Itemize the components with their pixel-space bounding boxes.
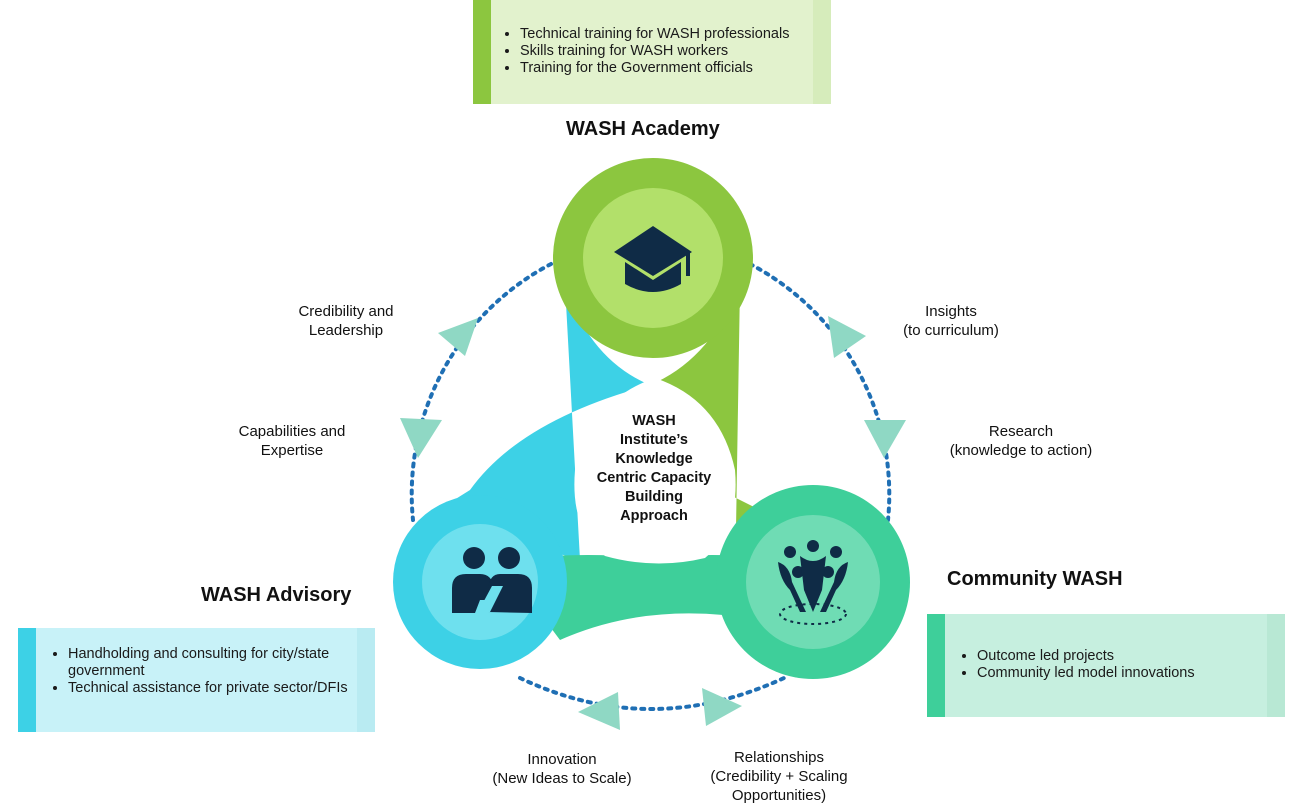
flow-label-line: (New Ideas to Scale) xyxy=(492,770,632,787)
academy-title: WASH Academy xyxy=(566,118,720,140)
arrow-capabilities xyxy=(400,418,442,458)
arrow-research xyxy=(864,420,906,458)
academy-info-box: Technical training for WASH professional… xyxy=(473,0,831,104)
community-info-box: Outcome led projects Community led model… xyxy=(927,614,1285,717)
academy-item: Training for the Government officials xyxy=(520,60,789,77)
advisory-info-box: Handholding and consulting for city/stat… xyxy=(18,628,375,732)
advisory-item: Handholding and consulting for city/stat… xyxy=(68,646,368,680)
community-group-icon xyxy=(778,540,848,625)
flow-label-line: Credibility and xyxy=(298,303,394,320)
flow-label-innovation: Innovation (New Ideas to Scale) xyxy=(470,750,654,788)
flow-label-line: (Credibility + Scaling xyxy=(710,768,848,785)
community-item: Outcome led projects xyxy=(977,648,1195,665)
flow-label-line: Expertise xyxy=(260,442,324,459)
arrow-innovation xyxy=(578,692,620,730)
center-line: Approach xyxy=(620,508,688,524)
flow-label-credibility: Credibility and Leadership xyxy=(270,302,422,340)
flow-label-relationships: Relationships (Credibility + Scaling Opp… xyxy=(688,748,870,805)
arrow-credibility xyxy=(438,318,478,356)
flow-label-line: Insights xyxy=(925,303,977,320)
flow-label-insights: Insights (to curriculum) xyxy=(876,302,1026,340)
flow-label-line: (knowledge to action) xyxy=(949,442,1093,459)
advisory-item: Technical assistance for private sector/… xyxy=(68,680,368,697)
center-line: Institute’s xyxy=(620,432,688,448)
arrow-insights xyxy=(828,316,866,358)
dotted-cycle-ring xyxy=(409,262,892,711)
center-line: WASH xyxy=(632,413,676,429)
flow-label-research: Research (knowledge to action) xyxy=(926,422,1116,460)
center-line: Building xyxy=(625,489,683,505)
center-line: Centric Capacity xyxy=(596,470,712,486)
flow-label-line: Opportunities) xyxy=(731,787,827,804)
center-label: WASH Institute’s Knowledge Centric Capac… xyxy=(574,412,734,526)
flow-label-line: Relationships xyxy=(733,749,825,766)
flow-label-line: Innovation xyxy=(527,751,597,768)
flow-label-line: Leadership xyxy=(308,322,384,339)
community-title: Community WASH xyxy=(947,568,1123,590)
flow-label-capabilities: Capabilities and Expertise xyxy=(212,422,372,460)
flow-arrows xyxy=(400,316,906,730)
advisory-title: WASH Advisory xyxy=(201,584,352,606)
arrow-relationships xyxy=(702,688,742,726)
center-white-area xyxy=(574,378,736,564)
consulting-people-icon xyxy=(452,547,532,613)
academy-item: Skills training for WASH workers xyxy=(520,43,789,60)
community-item: Community led model innovations xyxy=(977,665,1195,682)
graduation-cap-icon xyxy=(614,226,692,292)
academy-item: Technical training for WASH professional… xyxy=(520,26,789,43)
flow-label-line: Capabilities and xyxy=(238,423,346,440)
flow-label-line: (to curriculum) xyxy=(903,322,999,339)
center-line: Knowledge xyxy=(615,451,693,467)
flow-label-line: Research xyxy=(988,423,1054,440)
